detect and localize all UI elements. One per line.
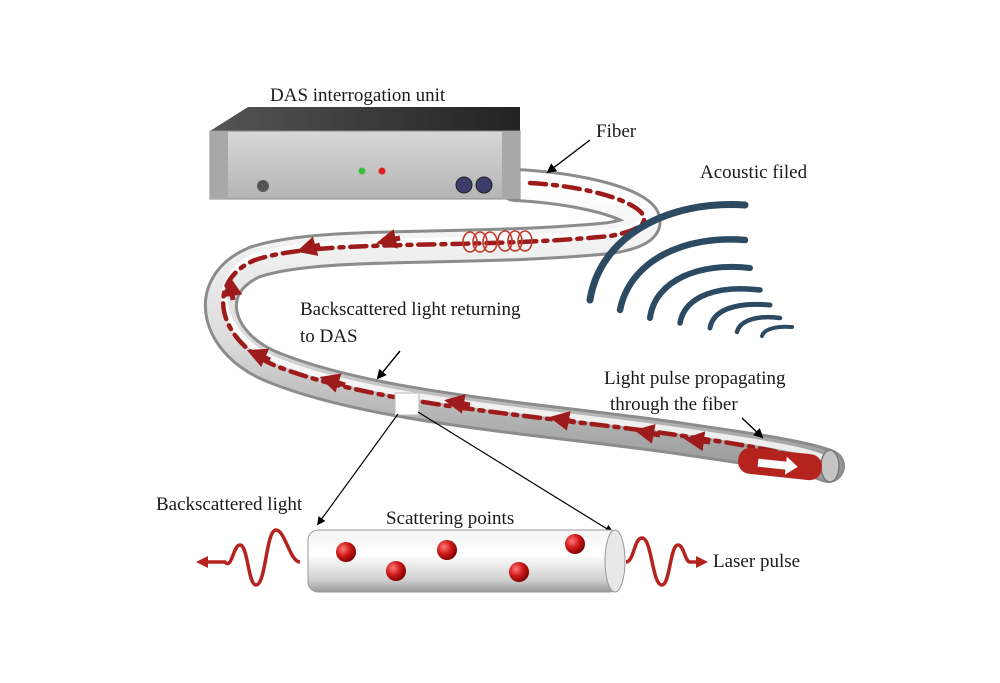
backscattered-wave [196,528,301,587]
backscatter-callout-arrow [376,350,401,380]
light-pulse [738,447,822,481]
zoom-line-left [317,413,399,526]
port-icon [455,176,473,194]
port-icon [475,176,493,194]
device-label: DAS interrogation unit [270,85,446,106]
pulse-callout-arrow [741,417,764,439]
scattering-region-marker [394,392,420,416]
laser-pulse-label: Laser pulse [713,551,800,572]
scattering-point [509,562,529,582]
laser-pulse-wave [625,536,708,587]
backscatter-return-label-line2: to DAS [300,326,358,347]
das-unit [209,107,521,200]
fiber-callout-arrow [546,139,591,174]
backscatter-return-label-line1: Backscattered light returning [300,299,521,320]
acoustic-field-label: Acoustic filed [700,162,808,183]
red-led-icon [378,167,386,175]
magnified-fiber [307,529,626,593]
scattering-point [565,534,585,554]
fiber-coil [462,230,533,253]
backscattered-light-label: Backscattered light [156,494,303,515]
power-button-icon [257,180,269,192]
scattering-points-label: Scattering points [386,508,514,529]
pulse-propagation-label-line2: through the fiber [610,394,738,415]
green-led-icon [358,167,366,175]
scattering-point [437,540,457,560]
scattering-point [386,561,406,581]
acoustic-field [586,201,794,338]
fiber-label: Fiber [596,121,637,142]
zoom-line-right [417,411,614,533]
pulse-propagation-label-line1: Light pulse propagating [604,368,786,389]
scattering-point [336,542,356,562]
